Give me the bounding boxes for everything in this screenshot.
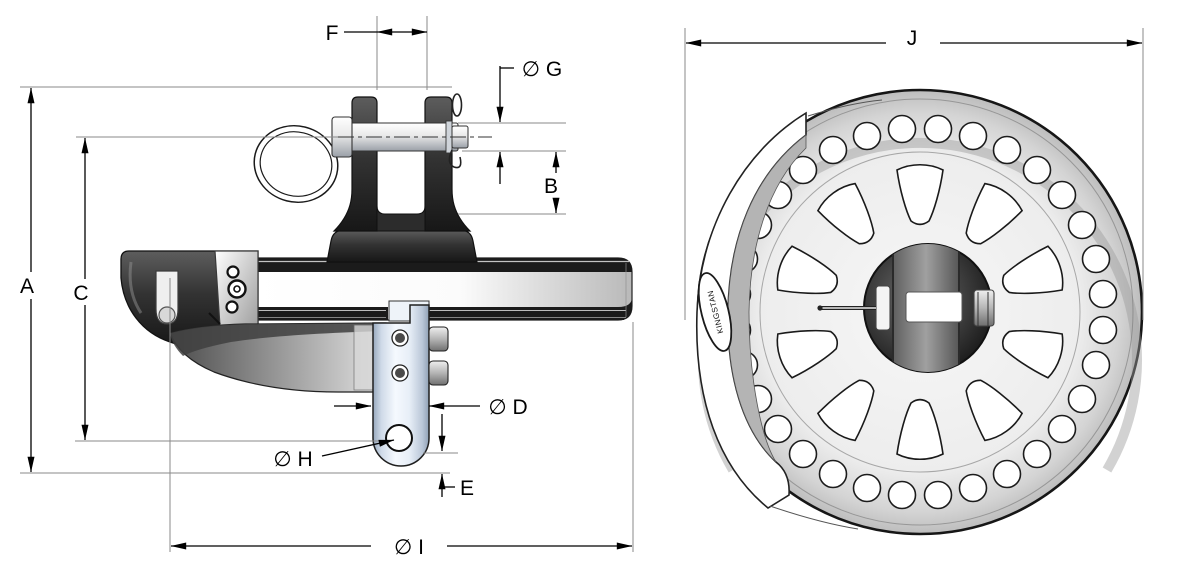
axle-nut	[973, 289, 995, 327]
dim-label-A: A	[20, 275, 34, 298]
dim-label-G: ∅ G	[522, 58, 562, 81]
axle-washer	[875, 285, 891, 331]
plate-hole	[226, 265, 240, 279]
dim-label-D: ∅ D	[488, 396, 527, 419]
clamp-body	[120, 250, 259, 347]
clamp-jaw-pad	[158, 306, 176, 324]
plate-hole	[225, 300, 239, 314]
stem-pin-hole	[385, 424, 413, 452]
dim-label-H: ∅ H	[273, 448, 312, 471]
axle	[905, 291, 963, 323]
dim-label-J: J	[907, 27, 918, 50]
swing-arm	[169, 322, 387, 393]
dimensions-side-view: A C F ∅ G B ∅ D	[20, 16, 634, 559]
r-clip	[451, 93, 463, 117]
spoke-cutouts	[776, 163, 1064, 461]
stem-bolt	[428, 360, 449, 386]
dimensions-front-view: J	[684, 27, 1144, 320]
brand-logo: KINGSTAN	[697, 272, 733, 352]
front-view: KINGSTAN J	[684, 27, 1144, 536]
pull-ring	[253, 125, 339, 203]
dim-label-I: ∅ I	[394, 536, 424, 559]
dim-label-E: E	[460, 477, 474, 500]
stem	[372, 304, 449, 467]
stem-bolt	[428, 326, 449, 352]
rim-holes	[722, 114, 1118, 510]
dim-label-C: C	[73, 282, 88, 305]
side-view: A C F ∅ G B ∅ D	[20, 16, 634, 559]
wheel-edge-disc	[251, 257, 633, 322]
dim-label-B: B	[544, 175, 558, 198]
dim-label-F: F	[326, 22, 339, 45]
wheel-hub	[817, 243, 995, 373]
fender	[695, 99, 883, 530]
